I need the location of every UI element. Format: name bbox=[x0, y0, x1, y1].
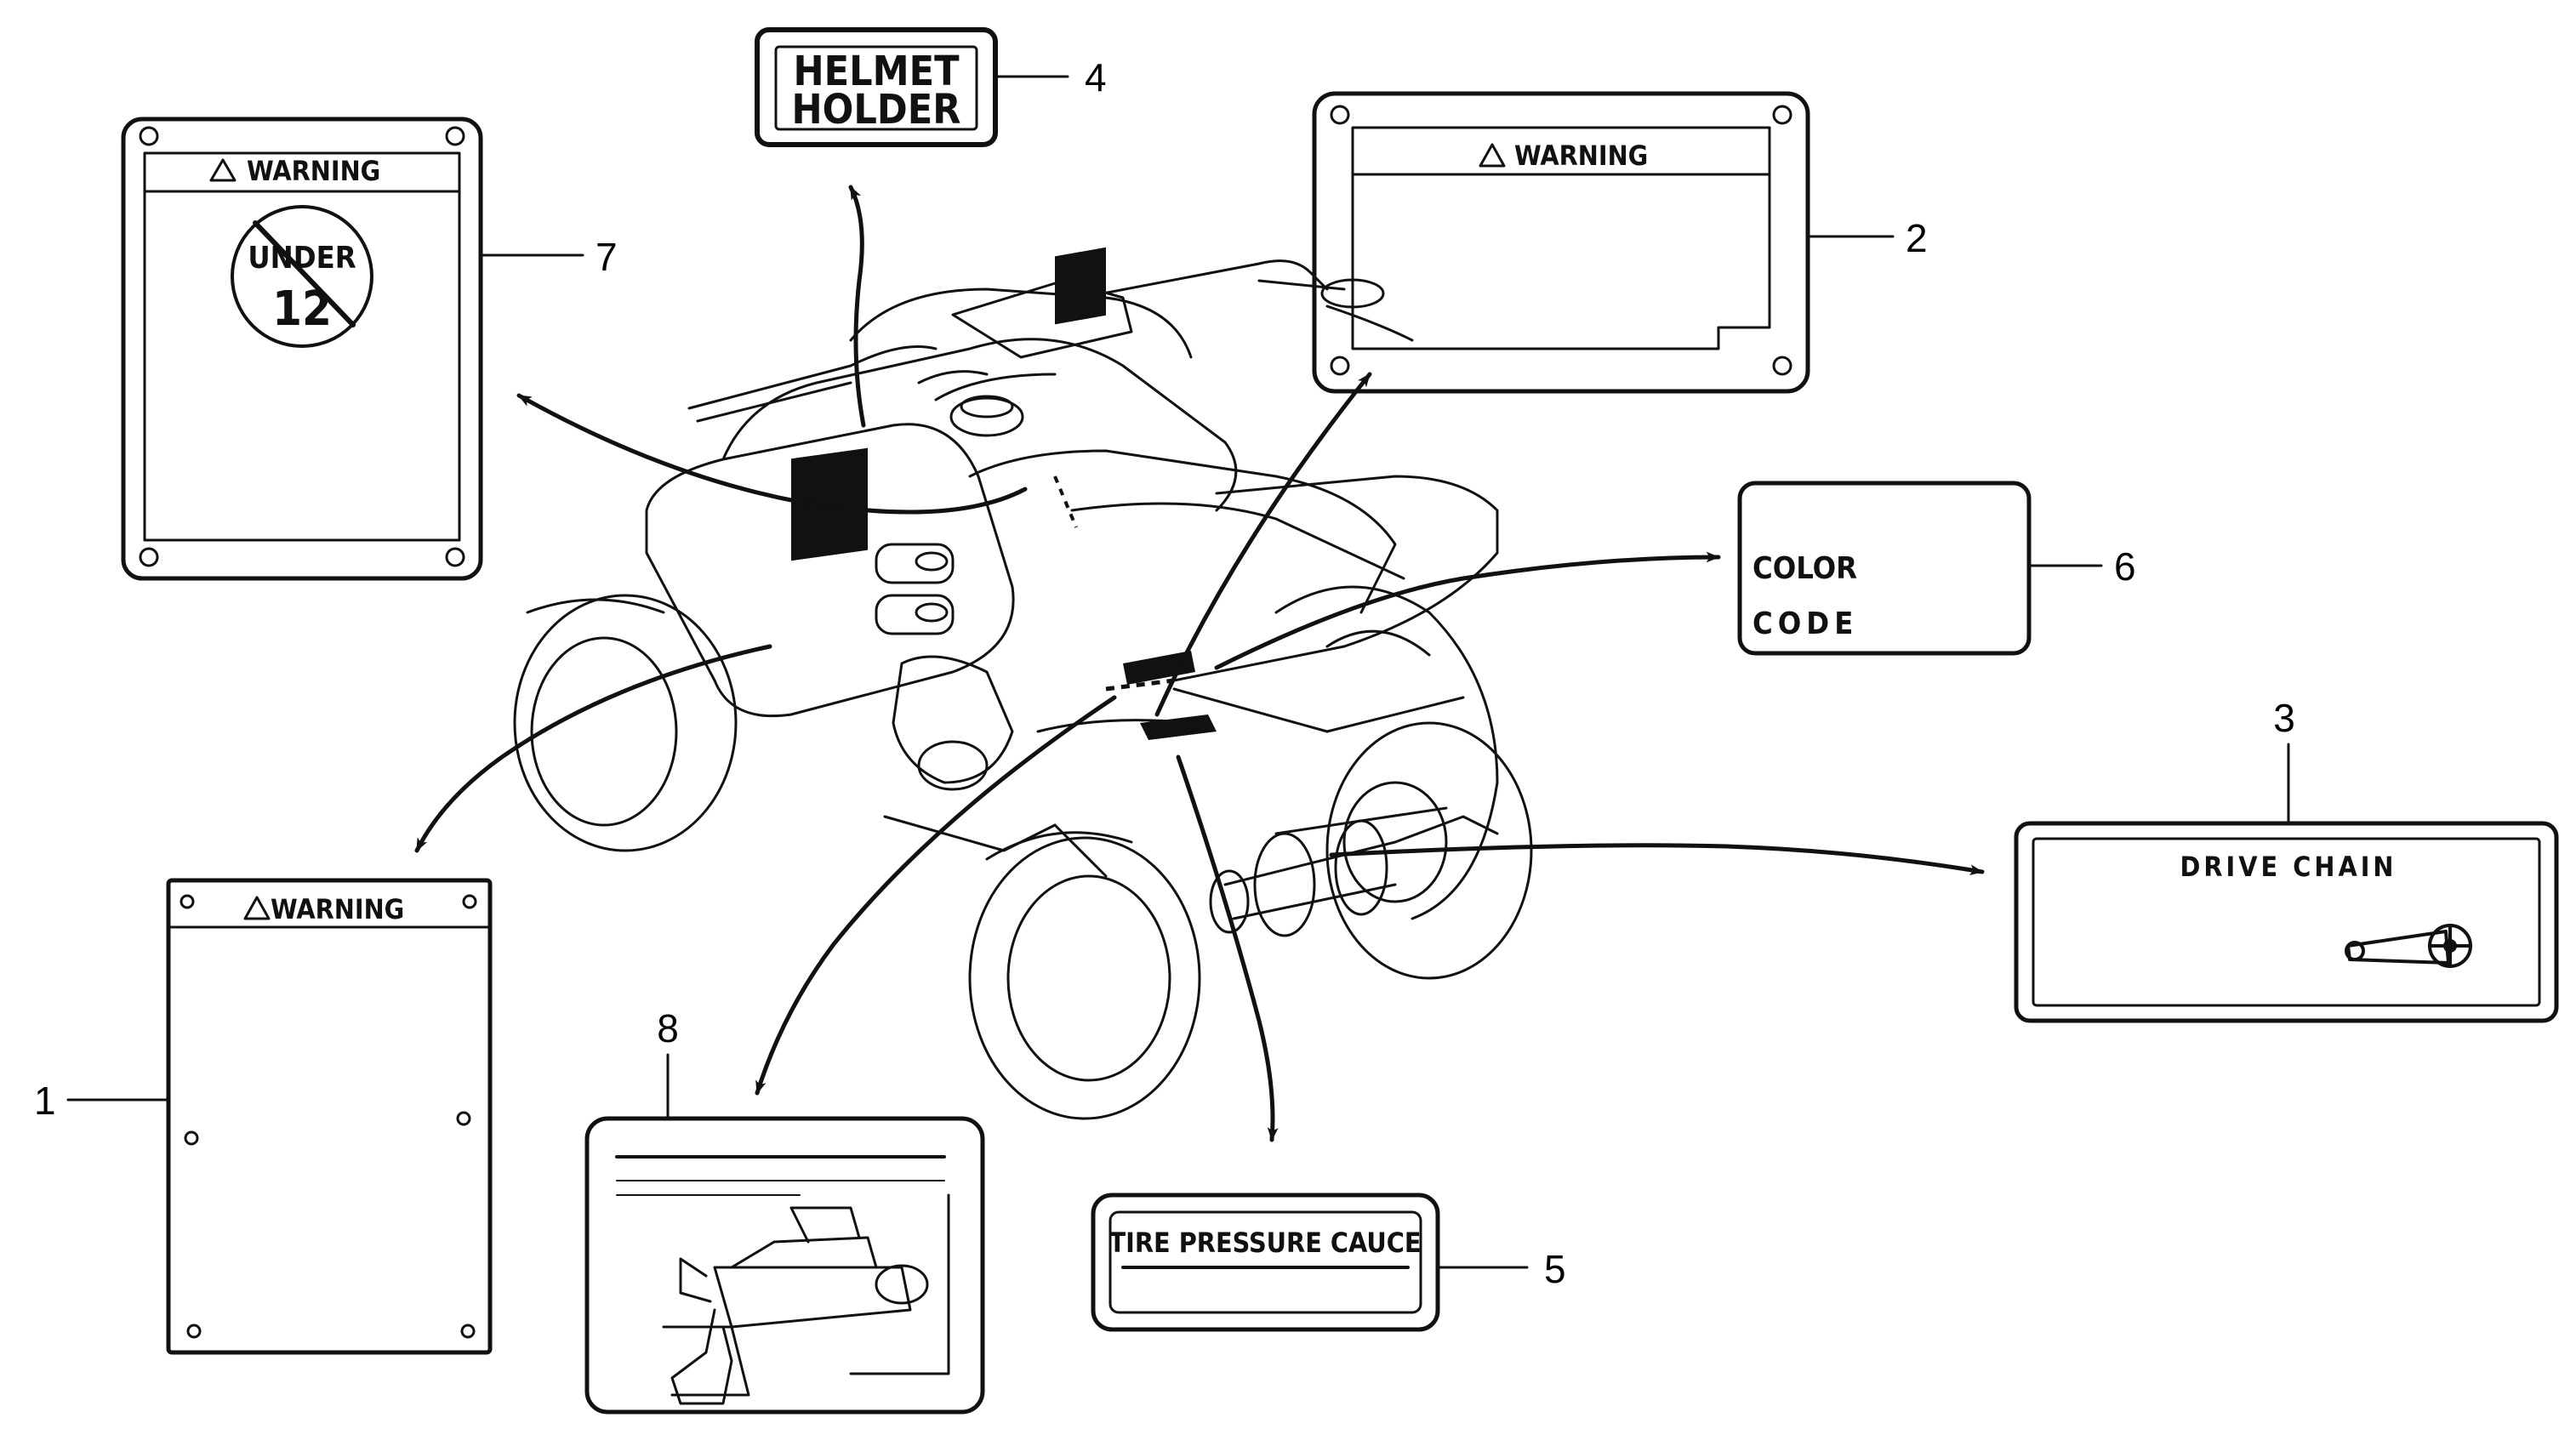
helmet-holder-line2: HOLDER bbox=[792, 86, 961, 134]
warning-large-header: WARNING bbox=[1514, 139, 1648, 172]
callout-5: 5 bbox=[1544, 1247, 1566, 1291]
arrow-to-label-7 bbox=[516, 393, 1028, 515]
callout-1: 1 bbox=[34, 1079, 56, 1123]
arrow-to-label-2 bbox=[1154, 372, 1372, 717]
warning-large-label: WARNING 2 bbox=[1312, 91, 1928, 394]
prohibition-icon: UNDER 12 bbox=[231, 205, 373, 348]
arrow-to-label-6 bbox=[1214, 551, 1721, 670]
warning-under12-label: WARNING UNDER 12 7 bbox=[121, 117, 618, 581]
tire-pressure-label: TIRE PRESSURE CAUCE 5 bbox=[1091, 1193, 1566, 1332]
arrow-to-label-4 bbox=[848, 185, 866, 428]
warning-small-label: WARNING 1 bbox=[34, 878, 493, 1355]
drive-chain-title: DRIVE CHAIN bbox=[2180, 851, 2396, 883]
warning-triangle-icon bbox=[209, 158, 237, 182]
vehicle-sketch bbox=[662, 1206, 929, 1405]
arrow-to-label-5 bbox=[1176, 754, 1279, 1142]
callout-3: 3 bbox=[2273, 696, 2295, 740]
diagram-label: 8 bbox=[584, 1006, 985, 1415]
drive-chain-label: 3 DRIVE CHAIN bbox=[2014, 696, 2559, 1023]
decal-locations bbox=[791, 247, 1217, 740]
callout-8: 8 bbox=[657, 1006, 679, 1050]
warning-small-header: WARNING bbox=[271, 893, 404, 925]
callout-7: 7 bbox=[596, 235, 618, 279]
arrow-to-label-8 bbox=[755, 695, 1117, 1096]
color-code-line2: CODE bbox=[1752, 606, 1858, 641]
callout-4: 4 bbox=[1085, 55, 1107, 100]
helmet-holder-label: HELMET HOLDER 4 bbox=[755, 27, 1107, 147]
leader-arrows bbox=[414, 185, 1985, 1142]
helmet-holder-line1: HELMET bbox=[793, 48, 960, 95]
atv-illustration bbox=[513, 259, 1533, 1120]
warning-triangle-icon bbox=[1479, 143, 1506, 168]
callout-2: 2 bbox=[1906, 216, 1928, 260]
arrow-to-label-3 bbox=[1329, 843, 1985, 875]
warning-triangle-icon bbox=[243, 896, 271, 920]
arrow-to-label-1 bbox=[414, 644, 772, 853]
chain-icon bbox=[2345, 924, 2472, 968]
color-code-line1: COLOR bbox=[1752, 551, 1857, 586]
callout-6: 6 bbox=[2114, 544, 2136, 589]
color-code-label: COLOR CODE 6 bbox=[1737, 481, 2136, 656]
tire-pressure-title: TIRE PRESSURE CAUCE bbox=[1109, 1227, 1422, 1259]
warning-under12-header: WARNING bbox=[247, 155, 380, 187]
